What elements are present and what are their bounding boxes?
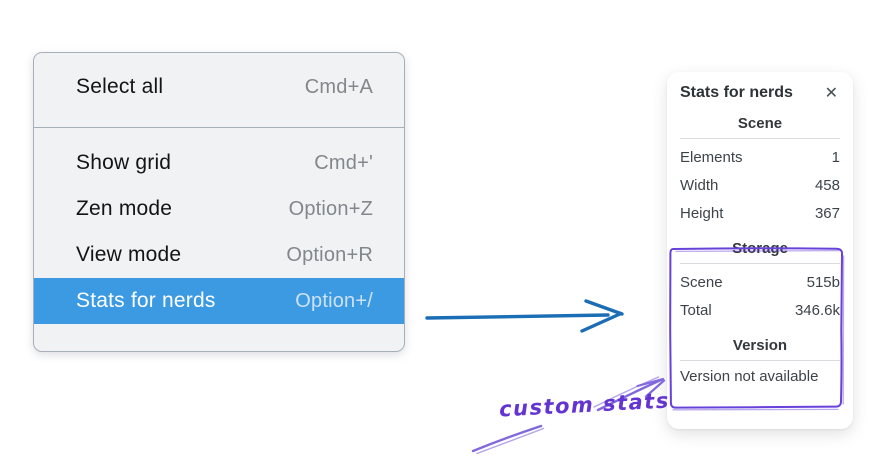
annotation-label: custom stats [498, 388, 671, 422]
stat-value: 1 [831, 148, 840, 166]
menu-item-shortcut: Cmd+A [304, 75, 373, 98]
stat-label: Height [680, 204, 724, 222]
section-divider [680, 138, 840, 139]
menu-item-select-all[interactable]: Select all Cmd+A [34, 64, 404, 110]
section-heading-storage: Storage [732, 240, 788, 257]
close-icon[interactable]: ✕ [824, 83, 838, 102]
menu-item-shortcut: Option+R [286, 243, 373, 266]
menu-item-label: Select all [76, 75, 164, 98]
flow-arrow [425, 299, 624, 333]
context-menu: Select all Cmd+A Show grid Cmd+' Zen mod… [33, 52, 405, 352]
version-note: Version not available [680, 368, 819, 385]
menu-item-view-mode[interactable]: View mode Option+R [34, 232, 404, 278]
menu-item-show-grid[interactable]: Show grid Cmd+' [34, 140, 404, 186]
menu-item-label: Show grid [76, 151, 172, 174]
stats-for-nerds-panel: Stats for nerds ✕ Scene Elements 1 Width… [667, 72, 853, 429]
panel-header: Stats for nerds ✕ [680, 84, 840, 102]
menu-item-stats-for-nerds[interactable]: Stats for nerds Option+/ [34, 278, 404, 324]
panel-title: Stats for nerds [680, 84, 793, 101]
section-divider [680, 360, 840, 361]
stat-label: Elements [680, 148, 743, 166]
stat-label: Width [680, 176, 719, 194]
stat-row-height: Height 367 [680, 199, 840, 227]
stat-value: 367 [814, 204, 840, 222]
menu-item-shortcut: Option+Z [288, 197, 373, 220]
stat-row-elements: Elements 1 [680, 143, 840, 171]
stat-row-storage-total: Total 346.6k [680, 296, 840, 324]
section-heading-scene: Scene [737, 115, 783, 132]
stat-value: 458 [814, 176, 840, 194]
section-divider [680, 263, 840, 264]
stat-row-width: Width 458 [680, 171, 840, 199]
menu-group-bottom: Show grid Cmd+' Zen mode Option+Z View m… [34, 128, 404, 324]
menu-item-label: Stats for nerds [76, 289, 216, 312]
menu-item-shortcut: Option+/ [295, 289, 373, 312]
menu-item-label: View mode [76, 243, 182, 266]
menu-item-zen-mode[interactable]: Zen mode Option+Z [34, 186, 404, 232]
menu-separator [34, 127, 404, 128]
stat-label: Scene [680, 273, 723, 291]
menu-group-top: Select all Cmd+A [34, 53, 404, 127]
menu-item-label: Zen mode [76, 197, 173, 220]
stat-label: Total [680, 301, 712, 319]
menu-item-shortcut: Cmd+' [314, 151, 373, 174]
section-heading-version: Version [732, 337, 788, 354]
stat-value: 346.6k [794, 301, 840, 319]
stat-row-storage-scene: Scene 515b [680, 268, 840, 296]
stat-value: 515b [806, 273, 840, 291]
